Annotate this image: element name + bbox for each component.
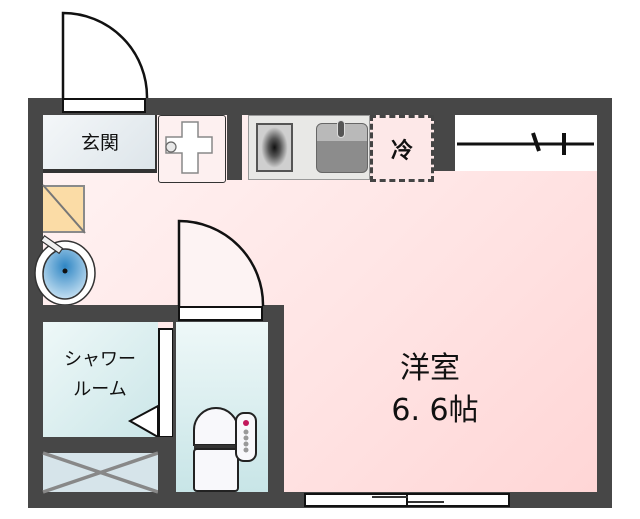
shower-door-handle-icon — [127, 404, 159, 439]
shower-toilet-divider — [173, 322, 176, 492]
wash-basin-icon — [34, 234, 96, 306]
window-rail-2 — [408, 501, 444, 503]
western-room-name: 洋室 — [400, 351, 460, 386]
refrigerator-label: 冷 — [390, 139, 413, 164]
stove-burner-icon — [256, 123, 293, 172]
toilet-door-swing-icon[interactable] — [177, 218, 268, 308]
outer-wall-left — [28, 98, 43, 508]
shower-room-bottom-wall — [28, 437, 175, 453]
shoe-cabinet-diagonal-icon — [42, 184, 86, 234]
toilet-door-threshold — [178, 306, 263, 321]
shower-door-panel[interactable] — [158, 328, 174, 438]
western-room-size: 6. 6帖 — [391, 393, 479, 428]
window-rail-1 — [372, 496, 408, 498]
window-sash-right[interactable] — [406, 493, 510, 507]
closet-hanger-rod-icon — [457, 132, 594, 155]
refrigerator-space — [370, 115, 434, 182]
entrance-door-swing-icon[interactable] — [61, 10, 152, 100]
sink-faucet-icon — [337, 120, 345, 138]
outer-wall-right — [597, 98, 612, 508]
storage-right-wall — [158, 453, 175, 493]
entrance-area — [43, 115, 157, 173]
toilet-icon — [193, 407, 257, 492]
interior-wall-segment-2 — [434, 113, 455, 171]
washing-machine-drain-icon — [165, 121, 213, 174]
interior-wall-segment — [227, 113, 242, 180]
shower-room-label: シャワー ルーム — [64, 349, 136, 400]
entrance-door-threshold — [62, 98, 146, 113]
outer-wall-top — [28, 98, 612, 115]
entrance-label: 玄関 — [80, 132, 119, 154]
interior-wall-vertical — [268, 305, 284, 495]
storage-cross-icon — [42, 451, 159, 494]
